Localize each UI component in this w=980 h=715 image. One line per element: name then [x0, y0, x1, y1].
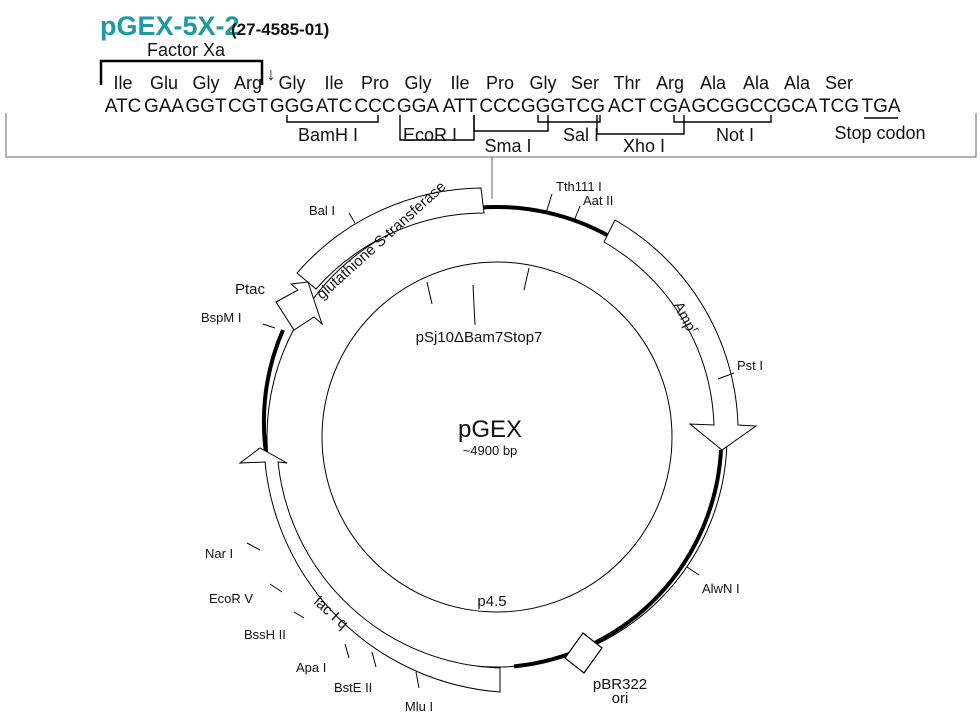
amino-acid: Ile — [113, 73, 132, 93]
bste2-label: BstE II — [334, 680, 372, 695]
amino-acid: Gly — [279, 73, 306, 93]
thick-segment-ori — [513, 449, 723, 669]
bamh1-bracket — [286, 115, 379, 123]
codon: TCG — [819, 96, 859, 117]
thick-segment-mcs — [478, 205, 612, 239]
codon-row: ATC GAA GGT CGT GGG ATC CCC GGA ATT CCC … — [105, 96, 901, 117]
codon: CGT — [228, 96, 269, 117]
ecorv-label: EcoR V — [209, 591, 253, 606]
aat2-label: Aat II — [583, 193, 613, 208]
amino-acid: Ala — [743, 73, 770, 93]
inner-label-bottom: p4.5 — [477, 593, 506, 610]
plasmid-title: pGEX-5X-2 — [100, 11, 240, 41]
stop-codon-seq: TGA — [861, 96, 900, 117]
bamh1-label: BamH I — [298, 125, 358, 145]
inner-tick — [426, 281, 433, 305]
codon: CCC — [479, 96, 520, 117]
amino-acid: Gly — [193, 73, 220, 93]
amino-acid: Ser — [825, 73, 853, 93]
ori-label-line2: ori — [612, 690, 629, 707]
codon: ATC — [105, 96, 142, 117]
thick-segment-ptac — [261, 329, 285, 471]
amino-acid: Thr — [614, 73, 641, 93]
codon: CCC — [354, 96, 395, 117]
pbr322-ori-box — [564, 632, 603, 674]
mlu1-label: Mlu I — [405, 699, 433, 714]
mcs-brackets — [286, 115, 898, 141]
amino-acid: Ile — [450, 73, 469, 93]
xho1-bracket — [596, 115, 685, 135]
plasmid-size: ~4900 bp — [463, 443, 518, 458]
cleavage-arrow-icon: ↓ — [267, 64, 276, 84]
codon: ACT — [608, 96, 646, 117]
gst-feature — [296, 187, 485, 290]
bssh2-label: BssH II — [244, 627, 286, 642]
catalog-number: (27-4585-01) — [231, 20, 329, 39]
codon: GGG — [270, 96, 314, 117]
sal1-label: Sal I — [563, 125, 599, 145]
ori-label-line1: pBR322 — [593, 676, 647, 693]
amino-acid: Ile — [324, 73, 343, 93]
ptac-promoter-arrow — [275, 281, 324, 331]
inner-tick — [472, 284, 476, 326]
amp-feature — [603, 219, 758, 451]
bal1-label: Bal I — [309, 203, 335, 218]
xho1-label: Xho I — [623, 136, 665, 156]
codon: GGT — [185, 96, 227, 117]
tth111-label: Tth111 I — [556, 179, 602, 194]
amino-acid: Ser — [571, 73, 599, 93]
codon: TCG — [565, 96, 605, 117]
nar1-label: Nar I — [205, 546, 233, 561]
site-ticks — [246, 193, 735, 689]
amino-acid: Arg — [656, 73, 684, 93]
sma1-bracket — [473, 115, 549, 132]
plasmid-map — [238, 187, 758, 693]
factor-xa-label: Factor Xa — [147, 40, 226, 60]
laciq-feature — [238, 447, 501, 693]
inner-tick — [523, 267, 530, 291]
factor-xa-bracket — [99, 59, 264, 85]
apa1-label: Apa I — [296, 660, 326, 675]
codon: GCG — [691, 96, 734, 117]
amino-acid: Ala — [700, 73, 727, 93]
amino-acid-row: Ile Glu Gly Arg Gly Ile Pro Gly Ile Pro … — [113, 73, 853, 93]
codon: GCC — [735, 96, 777, 117]
amino-acid: Pro — [361, 73, 389, 93]
codon: GCA — [776, 96, 818, 117]
codon: GAA — [144, 96, 184, 117]
codon: GGA — [397, 96, 440, 117]
stop-codon-label: Stop codon — [834, 123, 925, 143]
amino-acid: Pro — [486, 73, 514, 93]
pst1-label: Pst I — [737, 358, 763, 373]
codon: ATT — [443, 96, 478, 117]
alwn1-label: AlwN I — [702, 581, 740, 596]
codon: ATC — [316, 96, 353, 117]
sal1-bracket — [537, 115, 601, 123]
codon: GGG — [521, 96, 565, 117]
amino-acid: Glu — [150, 73, 178, 93]
not1-label: Not I — [716, 125, 754, 145]
plasmid-name: pGEX — [458, 416, 522, 443]
amino-acid: Arg — [234, 73, 262, 93]
not1-bracket — [673, 115, 772, 123]
amino-acid: Ala — [784, 73, 811, 93]
sma1-label: Sma I — [484, 136, 531, 156]
amino-acid: Gly — [530, 73, 557, 93]
plasmid-inner-circle — [321, 261, 673, 613]
bspm1-label: BspM I — [201, 310, 241, 325]
amino-acid: Gly — [405, 73, 432, 93]
codon: CGA — [649, 96, 691, 117]
ptac-label: Ptac — [235, 281, 266, 298]
ecor1-label: EcoR I — [403, 125, 457, 145]
inner-label-top: pSj10ΔBam7Stop7 — [416, 329, 543, 346]
